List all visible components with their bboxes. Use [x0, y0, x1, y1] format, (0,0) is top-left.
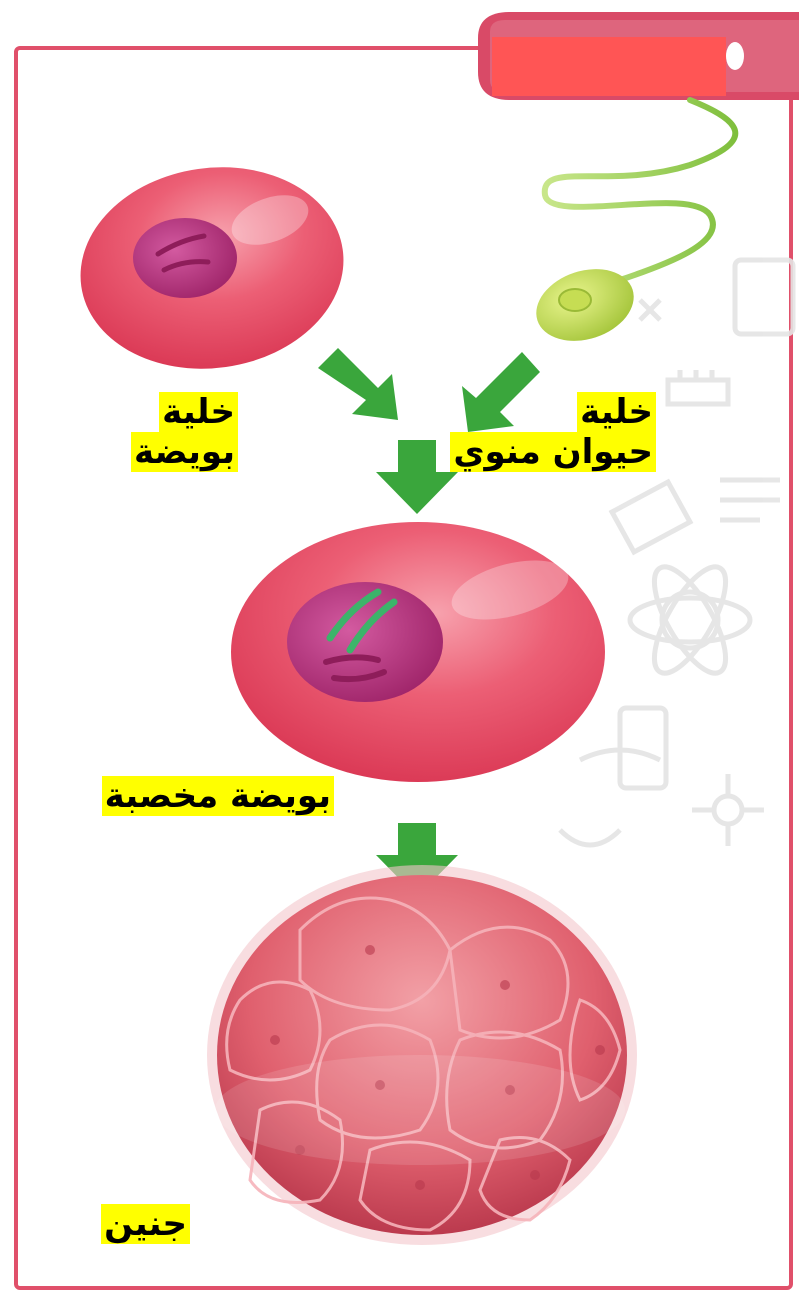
sperm-cell [527, 100, 735, 353]
sperm-cell-label-line2: حيوان منوي [450, 432, 656, 472]
fertilized-nucleus [287, 582, 443, 702]
sperm-cell-label: خلية حيوان منوي [446, 392, 656, 472]
embryo-label: جنين [100, 1204, 190, 1244]
sperm-cell-label-line1: خلية [577, 392, 656, 432]
arrow-down-right-icon [318, 348, 398, 420]
embryo [207, 865, 637, 1245]
fertilized-egg [231, 522, 605, 782]
egg-cell [67, 151, 356, 386]
header-tab-label-box [492, 37, 726, 96]
fertilized-egg-label: بويضة مخصبة [70, 776, 334, 816]
sperm-tail [545, 100, 736, 280]
egg-cell-label-line1: خلية [159, 392, 238, 432]
egg-cell-label-line2: بويضة [131, 432, 238, 472]
science-doodles-icon [560, 260, 793, 846]
egg-nucleus [133, 218, 237, 298]
egg-cell-label: خلية بويضة [128, 392, 238, 472]
header-tab [478, 12, 799, 100]
